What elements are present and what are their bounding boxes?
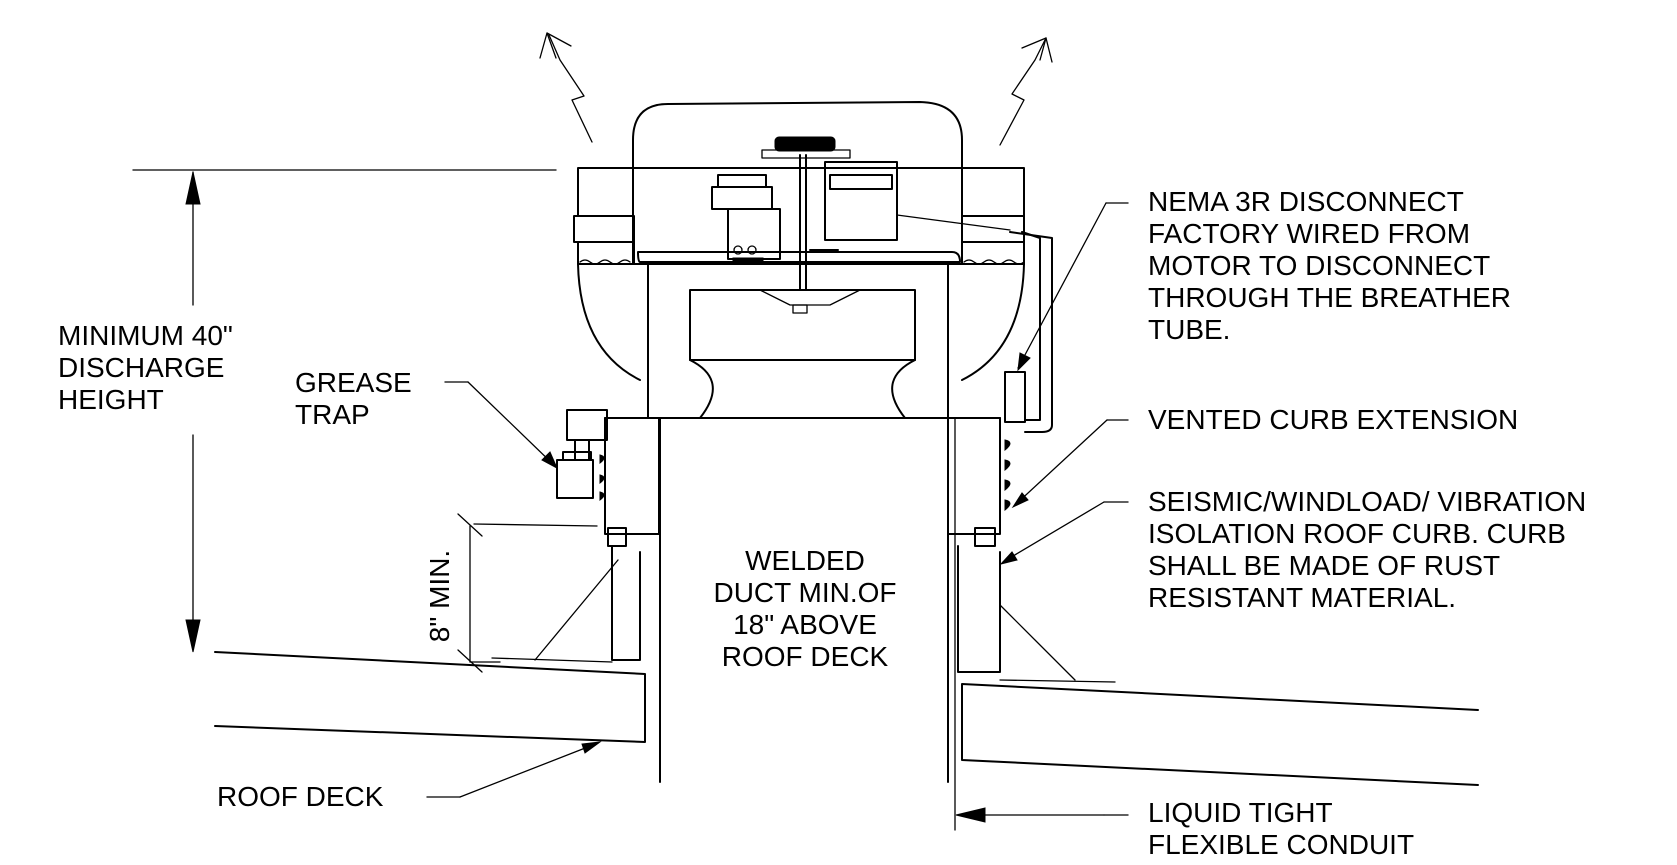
curb-height-label: 8" MIN. <box>424 549 455 643</box>
discharge-height-dimension <box>132 169 557 653</box>
conduit-label: LIQUID TIGHT FLEXIBLE CONDUIT <box>1148 797 1415 860</box>
discharge-height-label: MINIMUM 40" DISCHARGE HEIGHT <box>58 320 233 415</box>
roof-curb-label: SEISMIC/WINDLOAD/ VIBRATION ISOLATION RO… <box>1148 486 1587 613</box>
curb-height-dimension <box>457 513 598 673</box>
roof-deck <box>214 651 1479 786</box>
grease-trap <box>556 409 608 499</box>
vented-curb-label: VENTED CURB EXTENSION <box>1148 404 1519 435</box>
welded-duct <box>659 417 956 831</box>
welded-duct-label: WELDED DUCT MIN.OF 18" ABOVE ROOF DECK <box>713 545 897 672</box>
exhaust-fan <box>573 101 1025 419</box>
right-exhaust-arrow <box>999 37 1053 146</box>
roof-deck-label: ROOF DECK <box>217 781 384 812</box>
disconnect-label: NEMA 3R DISCONNECT FACTORY WIRED FROM MO… <box>1148 186 1511 345</box>
disconnect-box <box>1004 231 1053 433</box>
grease-trap-label: GREASE TRAP <box>295 367 412 430</box>
left-exhaust-arrow <box>539 32 593 143</box>
leader-lines <box>426 202 1129 823</box>
roof-curb <box>491 527 1116 683</box>
